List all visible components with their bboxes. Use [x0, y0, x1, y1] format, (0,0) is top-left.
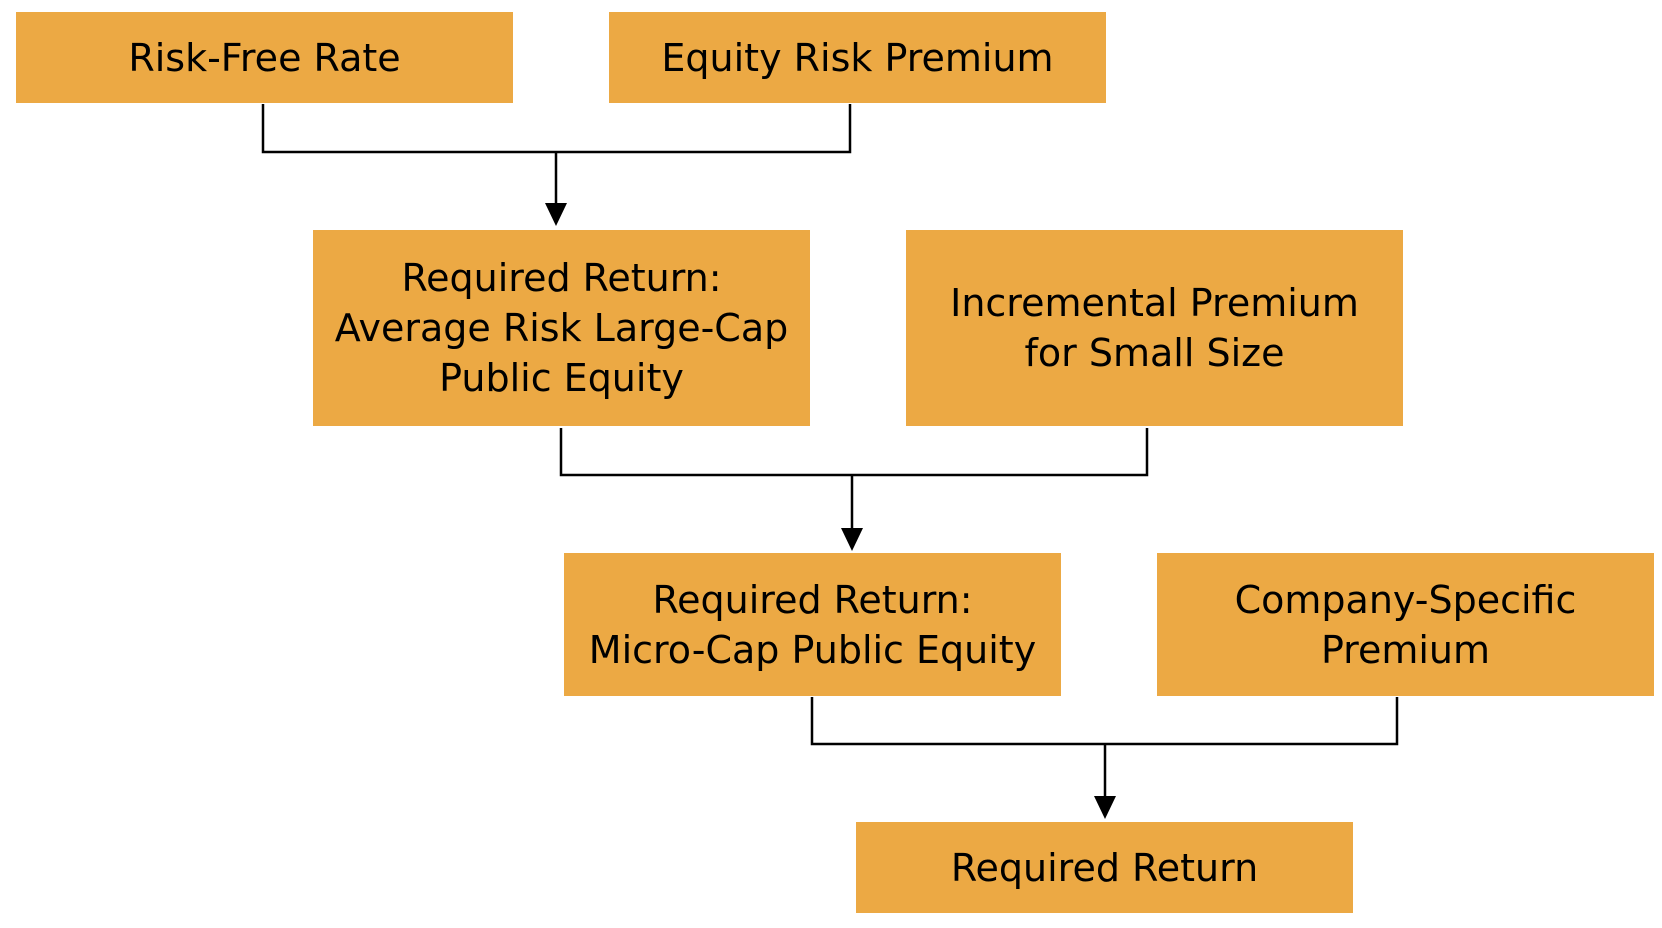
required-return-label: Required Return — [951, 843, 1258, 893]
required-return-large-cap-line-1: Required Return: — [401, 256, 722, 300]
incremental-premium-small-size-label: Incremental Premium for Small Size — [950, 278, 1359, 378]
company-specific-premium-line-2: Premium — [1320, 627, 1491, 672]
equity-risk-premium-box: Equity Risk Premium — [609, 12, 1106, 103]
required-return-line-1: Required Return — [950, 845, 1259, 890]
required-return-large-cap-line-3: Public Equity — [439, 356, 684, 400]
required-return-micro-cap-box: Required Return: Micro-Cap Public Equity — [564, 553, 1061, 696]
required-return-micro-cap-label: Required Return: Micro-Cap Public Equity — [589, 575, 1036, 675]
risk-free-rate-line-1: Risk-Free Rate — [128, 35, 401, 80]
incremental-premium-small-size-line-2: for Small Size — [1024, 331, 1285, 375]
connector-micro-cap-company-specific — [810, 697, 1399, 746]
company-specific-premium-line-1: Company-Specific — [1234, 577, 1577, 622]
connector-large-cap-small-size — [559, 428, 1149, 477]
arrowhead-required-return — [1094, 796, 1116, 819]
required-return-large-cap-box: Required Return: Average Risk Large-Cap … — [313, 230, 810, 426]
arrowhead-micro-cap — [841, 528, 863, 551]
required-return-large-cap-line-2: Average Risk Large-Cap — [334, 306, 789, 350]
equity-risk-premium-line-1: Equity Risk Premium — [661, 35, 1054, 80]
risk-free-rate-box: Risk-Free Rate — [16, 12, 513, 103]
company-specific-premium-label: Company-Specific Premium — [1235, 575, 1577, 675]
incremental-premium-small-size-box: Incremental Premium for Small Size — [906, 230, 1403, 426]
equity-risk-premium-label: Equity Risk Premium — [661, 33, 1053, 83]
required-return-micro-cap-line-1: Required Return: — [652, 577, 973, 622]
incremental-premium-small-size-line-1: Incremental Premium — [950, 281, 1359, 325]
risk-free-rate-label: Risk-Free Rate — [128, 33, 400, 83]
required-return-large-cap-label: Required Return: Average Risk Large-Cap … — [335, 253, 789, 403]
arrowhead-large-cap — [545, 203, 567, 226]
company-specific-premium-box: Company-Specific Premium — [1157, 553, 1654, 696]
required-return-micro-cap-line-2: Micro-Cap Public Equity — [588, 627, 1037, 672]
required-return-box: Required Return — [856, 822, 1353, 913]
connector-risk-free-equity-premium — [261, 104, 852, 154]
